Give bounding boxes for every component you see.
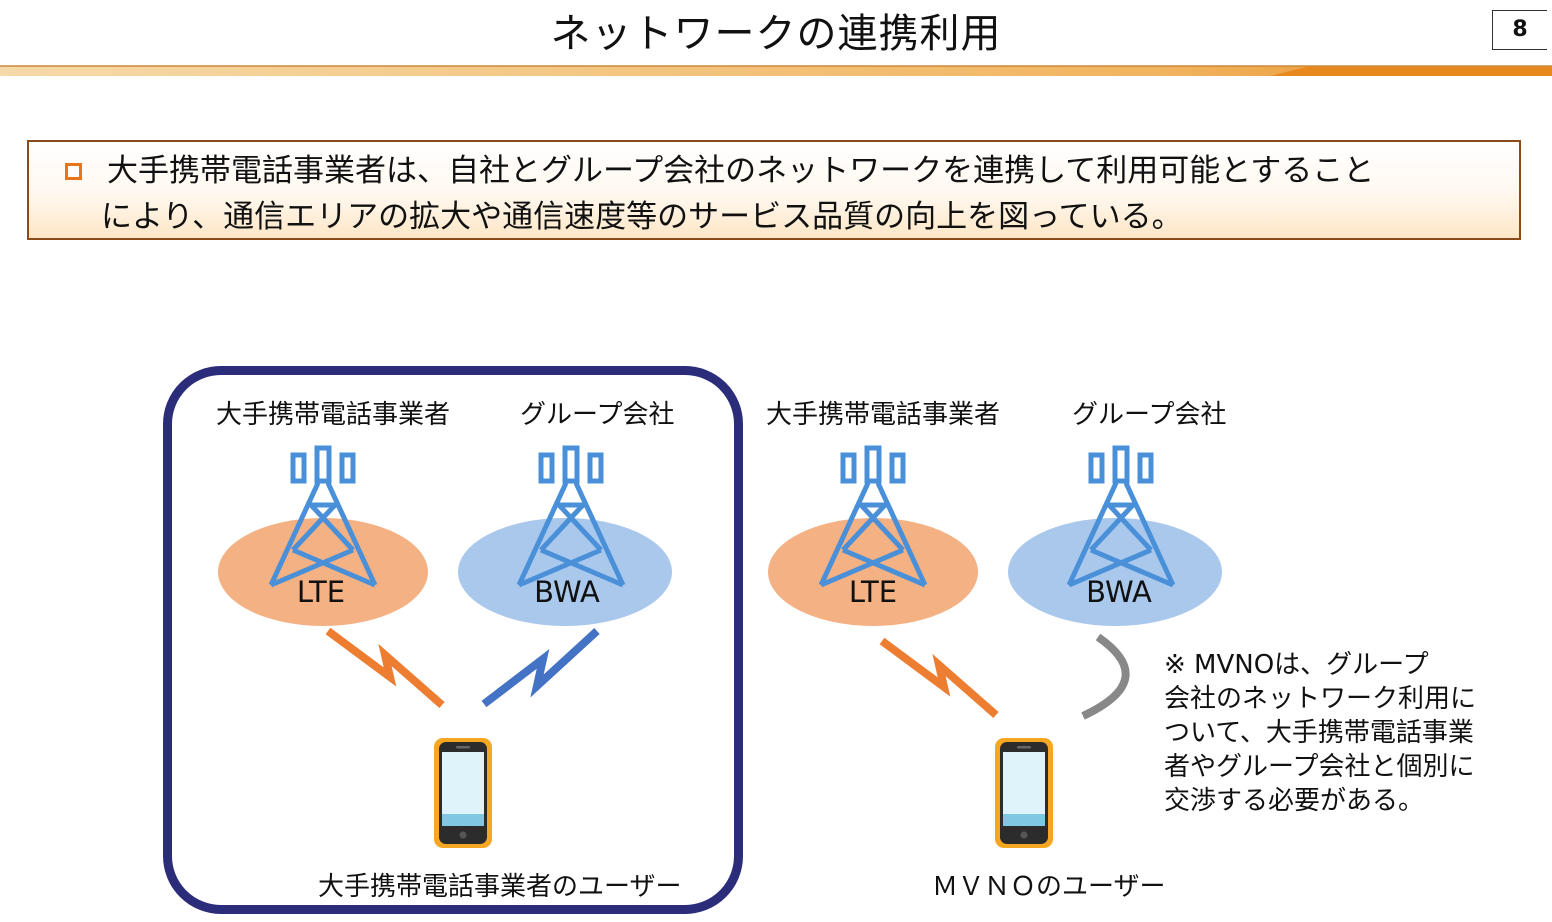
summary-line-2: により、通信エリアの拡大や通信速度等のサービス品質の向上を図っている。 <box>101 199 1183 235</box>
note-line-3: ついて、大手携帯電話事業 <box>1164 718 1474 748</box>
page-number: 8 <box>1492 10 1547 50</box>
bwa-link-left <box>481 628 600 708</box>
note-line-1: ※ MVNOは、グループ <box>1164 650 1429 680</box>
bullet-square-icon <box>65 163 82 180</box>
lte-label-right: LTE <box>849 575 897 609</box>
lte-label-left: LTE <box>297 575 345 609</box>
header-divider <box>0 65 1552 76</box>
note-line-4: 者やグループ会社と個別に <box>1164 752 1475 782</box>
slide-title: ネットワークの連携利用 <box>550 11 1002 57</box>
lte-link-left <box>325 627 445 709</box>
user-label-left: 大手携帯電話事業者のユーザー <box>318 872 682 902</box>
smartphone-icon <box>995 738 1053 848</box>
bwa-label-right: BWA <box>1086 575 1152 609</box>
note-line-2: 会社のネットワーク利用に <box>1164 684 1477 714</box>
no-link-arc <box>1081 633 1130 720</box>
carrier-user-frame <box>163 366 743 914</box>
carrier-label-right: 大手携帯電話事業者 <box>766 400 1001 430</box>
bwa-area-right <box>1008 518 1222 626</box>
bwa-area-left <box>458 518 672 626</box>
note-line-5: 交渉する必要がある。 <box>1164 786 1425 816</box>
group-label-right: グループ会社 <box>1072 400 1227 430</box>
lte-link-right <box>879 637 999 719</box>
bwa-label-left: BWA <box>534 575 600 609</box>
summary-text: 大手携帯電話事業者は、自社とグループ会社のネットワークを連携して利用可能とするこ… <box>101 148 1507 240</box>
lte-area-left <box>218 518 428 626</box>
summary-box: 大手携帯電話事業者は、自社とグループ会社のネットワークを連携して利用可能とするこ… <box>27 140 1521 240</box>
smartphone-icon <box>434 738 492 848</box>
summary-line-1: 大手携帯電話事業者は、自社とグループ会社のネットワークを連携して利用可能とするこ… <box>107 153 1375 189</box>
user-label-right: ＭＶＮＯのユーザー <box>932 872 1166 902</box>
group-label-left: グループ会社 <box>520 400 675 430</box>
carrier-label-left: 大手携帯電話事業者 <box>216 400 451 430</box>
lte-area-right <box>768 518 978 626</box>
mvno-note: ※ MVNOは、グループ 会社のネットワーク利用に ついて、大手携帯電話事業 者… <box>1164 648 1494 818</box>
